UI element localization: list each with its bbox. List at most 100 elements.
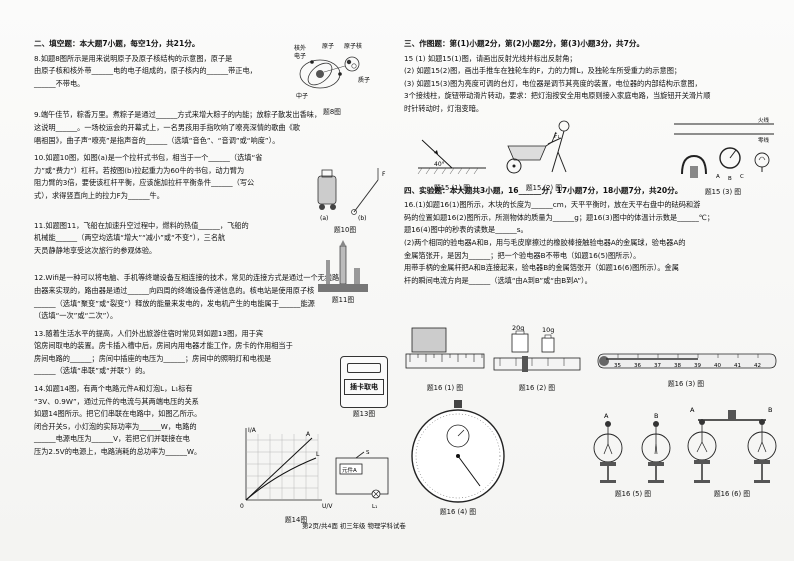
graph-y-label: I/A (248, 427, 257, 434)
figure-14-caption: 题14图 (284, 516, 308, 524)
question-8: 8.如题8图所示是用来说明原子及原子核结构的示意图，原子是 由原子核和核外带__… (34, 53, 257, 88)
wheelbarrow-diagram: F₁ (506, 120, 570, 174)
reflection-diagram: 40° (417, 139, 486, 175)
terminal-c: C (740, 174, 744, 180)
tick-36: 36 (634, 363, 641, 369)
figure-16-5-caption: 题16 (5) 图 (614, 490, 652, 498)
card-text: 插卡取电 (344, 379, 384, 395)
figure-16-5: A B 题16 (5) 图 (592, 410, 674, 502)
figure-16-4: 题16 (4) 图 (408, 400, 508, 518)
figure-16-6-caption: 题16 (6) 图 (713, 490, 751, 498)
question-9: 9.端午佳节，粽香万里。煮粽子是通过______方式来增大粽子的内能；放粽子散发… (34, 110, 322, 145)
tick-41: 41 (734, 363, 741, 369)
weight-10g-label: 10g (542, 326, 554, 334)
graph-curve-l: L (316, 451, 320, 458)
label-b: (b) (358, 215, 367, 222)
terminal-a: A (716, 174, 720, 180)
electroscope-b-label: B (654, 412, 658, 420)
label-F: F (382, 171, 386, 178)
section-3-title: 三、作图题：第(1)小题2分，第(2)小题2分，第(3)小题3分，共7分。 (404, 39, 645, 48)
graph-x-label: U/V (322, 503, 333, 510)
figure-10-trolley: F (a) (b) 题10图 (302, 166, 388, 236)
circuit-switch-label: S (366, 450, 370, 456)
electroscope-b (641, 421, 671, 483)
question-14: 14.如题14图，有两个电路元件A和灯泡L，L₁标有 “3V、0.9W”，通过元… (34, 384, 202, 457)
graph-origin: 0 (240, 503, 244, 510)
connected-electroscope-b (747, 419, 777, 483)
figure-16-1: 题16 (1) 图 (404, 324, 486, 394)
electroscope-a (593, 421, 623, 483)
question-10: 10.如题10图，如图(a)是一个拉杆式书包，相当于一个______（选填“省 … (34, 153, 263, 200)
ruler-diagram (405, 327, 485, 369)
iu-graph: I/A U/V A L 0 (240, 427, 333, 510)
question-12: 12.Wifi是一种可以将电脑、手机等终端设备互相连接的技术，常见的连接方式是通… (34, 273, 340, 321)
figure-15-3-caption: 题15 (3) 图 (704, 188, 742, 196)
series-circuit: 元件A L₁ S (335, 450, 389, 510)
connected-b-label: B (768, 406, 772, 414)
electroscopes-separate: A B (593, 412, 671, 483)
figure-8-caption: 题8图 (323, 108, 341, 116)
figure-13-caption: 题13图 (352, 410, 376, 418)
tick-38: 38 (674, 363, 681, 369)
figure-15-1: 40° 题15 (1) 图 (412, 122, 492, 196)
question-13: 13.随着生活水平的提高，人们外出旅游住宿时常见到如题13图，用于宾 馆房间取电… (34, 328, 293, 376)
question-11: 11.如题图11，飞船在加速升空过程中，燃料的热值______，飞船的 机械能_… (34, 220, 249, 255)
rocket-diagram (318, 240, 368, 292)
figure-15-3: 火线 零线 A B C 题15 (3) 图 (670, 116, 776, 200)
graph-curve-a: A (306, 431, 311, 438)
terminal-b: B (728, 176, 732, 182)
label-outer: 核外 (294, 44, 306, 52)
label-neutron: 中子 (296, 92, 308, 100)
label-electron: 电子 (294, 52, 306, 60)
circuit-lamp-label: L₁ (372, 504, 377, 510)
connected-electroscope-a (687, 419, 717, 483)
section-2-title: 二、填空题：本大题7小题，每空1分，共21分。 (34, 39, 200, 48)
tick-42: 42 (754, 363, 761, 369)
label-a: (a) (320, 215, 328, 222)
label-atom: 原子 (322, 43, 334, 50)
figure-16-2-caption: 题16 (2) 图 (518, 384, 556, 392)
figure-16-3-caption: 题16 (3) 图 (667, 380, 705, 388)
page-footer: 第2页/共4面 初三年级 物理学科试卷 (302, 522, 406, 530)
figure-11-caption: 题11图 (331, 296, 355, 304)
figure-8-atom: 核外 电子 原子 原子核 质子 中子 题8图 (292, 40, 372, 118)
figure-11-rocket: 题11图 (318, 240, 368, 304)
figure-14-diagrams: I/A U/V A L 0 元件A L₁ S (240, 427, 389, 510)
neutral-wire-label: 零线 (758, 136, 770, 144)
figure-16-3: 35 36 37 38 39 40 41 42 题16 (3) 图 (594, 346, 778, 394)
tick-40: 40 (714, 363, 721, 369)
card-slot-box: 插卡取电 (340, 356, 388, 408)
label-proton: 质子 (358, 76, 370, 84)
card-slot-opening (347, 363, 381, 373)
figure-16-1-caption: 题16 (1) 图 (426, 384, 464, 392)
electroscope-a-label: A (604, 412, 609, 420)
tick-39: 39 (694, 363, 701, 369)
left-column: 二、填空题：本大题7小题，每空1分，共21分。 8.如题8图所示是用来说明原子及… (34, 38, 390, 464)
household-circuit: 火线 零线 A B C (674, 116, 774, 182)
weight-20g-label: 20g (512, 324, 524, 332)
question-16: 16.(1)如题16(1)图所示，木块的长度为______cm，天平平衡时，放在… (404, 200, 715, 285)
circuit-element-a: 元件A (342, 466, 357, 474)
connected-a-label: A (690, 406, 695, 414)
figure-15-2-caption: 题15 (2) 图 (525, 184, 563, 192)
figure-15-1-caption: 题15 (1) 图 (433, 184, 471, 192)
trolley-diagram: F (a) (b) (317, 168, 386, 222)
angle-label: 40° (434, 161, 445, 168)
figure-16-2: 20g 10g 题16 (2) 图 (492, 322, 582, 394)
figure-16-4-caption: 题16 (4) 图 (439, 508, 477, 516)
live-wire-label: 火线 (758, 116, 770, 124)
figure-14: I/A U/V A L 0 元件A L₁ S 题14图 (236, 424, 396, 524)
electroscopes-connected: A B (687, 406, 777, 483)
label-nucleus: 原子核 (344, 42, 362, 50)
force-label: F₁ (554, 133, 560, 140)
right-column: 三、作图题：第(1)小题2分，第(2)小题2分，第(3)小题3分，共7分。 15… (404, 38, 774, 292)
figure-10-caption: 题10图 (333, 226, 357, 234)
weights-diagram: 20g 10g (493, 324, 581, 372)
figure-13-card-slot: 插卡取电 题13图 (338, 356, 390, 426)
atom-diagram: 核外 电子 原子 原子核 质子 中子 (294, 42, 370, 100)
tick-37: 37 (654, 363, 661, 369)
tick-35: 35 (614, 363, 621, 369)
section-4-title: 四、实验题：本大题共3小题，16______分，17小题7分，18小题7分，共2… (404, 185, 683, 195)
figure-16-6: A B (686, 404, 778, 502)
